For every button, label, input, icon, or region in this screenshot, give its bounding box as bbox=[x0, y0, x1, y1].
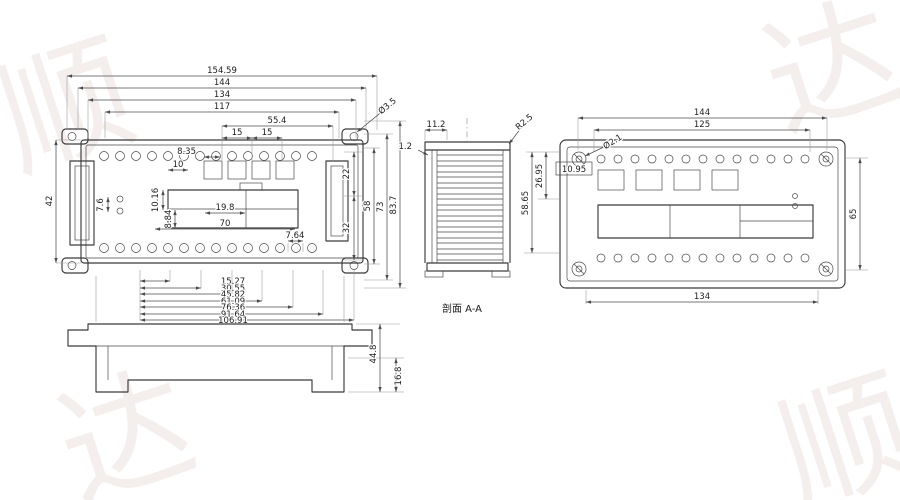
pitch-dim: 45.82 bbox=[221, 290, 245, 300]
dim-55-4: 55.4 bbox=[268, 116, 287, 126]
dim-70: 70 bbox=[220, 219, 231, 229]
pitch-dim: 30.55 bbox=[221, 284, 245, 294]
pitch-dim: 15.27 bbox=[221, 277, 245, 287]
mount-ear bbox=[341, 128, 369, 145]
dim-134: 134 bbox=[694, 292, 710, 302]
watermark-glyph: 顺 bbox=[761, 350, 900, 500]
dim-125: 125 bbox=[694, 120, 710, 130]
dim-11-2: 11.2 bbox=[427, 120, 446, 130]
terminal-screw-row-top bbox=[99, 151, 317, 161]
back-screw-row-bottom bbox=[596, 253, 810, 263]
dim-7-6: 7.6 bbox=[96, 198, 106, 212]
hole-callout-2-1: Ø2.1 bbox=[601, 132, 624, 152]
datum-10-95: 10.95 bbox=[562, 165, 586, 175]
dim-117: 117 bbox=[214, 102, 230, 112]
back-center-module bbox=[597, 204, 814, 239]
rail-view-dims: 44.8 16.8 bbox=[348, 323, 405, 393]
dim-8-35: 8.35 bbox=[177, 147, 196, 157]
dim-15: 15 bbox=[232, 128, 243, 138]
mount-ear bbox=[61, 257, 89, 274]
pitch-dim: 61.09 bbox=[221, 297, 245, 307]
front-view-dims: 154.59 144 134 117 55.4 15 15 8.35 10 42… bbox=[44, 65, 406, 327]
center-notch bbox=[239, 182, 263, 191]
terminal-screw-row-bottom bbox=[99, 243, 317, 253]
pilot-hole bbox=[116, 207, 124, 215]
ear-hole bbox=[349, 132, 359, 141]
pilot-hole bbox=[116, 195, 124, 203]
pilot-hole bbox=[792, 193, 798, 199]
rail-view bbox=[67, 276, 373, 393]
dim-1-2: 1.2 bbox=[398, 142, 412, 152]
dim-58: 58 bbox=[363, 201, 373, 212]
corner-screws bbox=[571, 151, 834, 277]
dim-42: 42 bbox=[45, 196, 55, 207]
back-body-inner bbox=[566, 146, 839, 282]
watermark-glyph: 达 bbox=[746, 0, 900, 160]
radius-callout: R2.5 bbox=[514, 112, 535, 132]
back-slots bbox=[597, 169, 739, 191]
dim-83-7: 83.7 bbox=[389, 196, 399, 215]
dim-10-16: 10.16 bbox=[151, 188, 161, 212]
left-terminal-inner bbox=[74, 165, 90, 241]
dim-19-8: 19.8 bbox=[216, 203, 235, 213]
back-body bbox=[559, 139, 846, 289]
dim-overall-width: 154.59 bbox=[207, 66, 237, 76]
dim-22: 22 bbox=[342, 169, 352, 180]
cooling-fins bbox=[437, 154, 503, 261]
ear-hole bbox=[349, 261, 359, 270]
dim-144: 144 bbox=[694, 108, 710, 118]
watermark-glyph: 达 bbox=[41, 345, 212, 500]
pitch-dim: 91.64 bbox=[221, 310, 245, 320]
dim-58-65: 58.65 bbox=[521, 191, 531, 215]
section-bottom-cap bbox=[426, 262, 509, 272]
section-foot bbox=[424, 270, 444, 278]
rail-bracket-outline bbox=[67, 323, 373, 393]
right-terminal-inner bbox=[330, 165, 344, 237]
dim-15: 15 bbox=[262, 128, 273, 138]
section-title: 剖面 A-A bbox=[442, 302, 482, 315]
dim-8-84: 8.84 bbox=[164, 210, 174, 229]
dim-10: 10 bbox=[173, 160, 184, 170]
dim-7-64: 7.64 bbox=[286, 231, 305, 241]
dim-134: 134 bbox=[214, 90, 230, 100]
dim-73: 73 bbox=[376, 202, 386, 213]
section-top-cap bbox=[424, 141, 511, 151]
dim-144: 144 bbox=[214, 78, 230, 88]
section-view-dims: 11.2 1.2 R2.5 剖面 A-A bbox=[397, 111, 536, 316]
hole-callout-3-5: Ø3.5 bbox=[376, 95, 399, 116]
dim-16-8: 16.8 bbox=[394, 367, 404, 386]
right-terminal-block bbox=[325, 160, 349, 242]
pitch-dim: 76.36 bbox=[221, 303, 245, 313]
ear-hole bbox=[67, 261, 77, 270]
section-view bbox=[424, 118, 511, 278]
dim-26-95: 26.95 bbox=[535, 164, 545, 188]
dim-32: 32 bbox=[342, 223, 352, 234]
pilot-hole bbox=[792, 203, 798, 209]
dim-65: 65 bbox=[849, 209, 859, 220]
back-screw-row-top bbox=[596, 154, 810, 164]
dim-44-8: 44.8 bbox=[369, 345, 379, 364]
section-foot bbox=[491, 270, 511, 278]
connector-slots bbox=[203, 160, 295, 180]
datum-box bbox=[555, 161, 593, 176]
back-view: 10.95 bbox=[555, 139, 846, 289]
left-terminal-block bbox=[69, 160, 95, 246]
watermark-glyph: 顺 bbox=[0, 15, 151, 200]
ear-hole bbox=[67, 132, 77, 141]
